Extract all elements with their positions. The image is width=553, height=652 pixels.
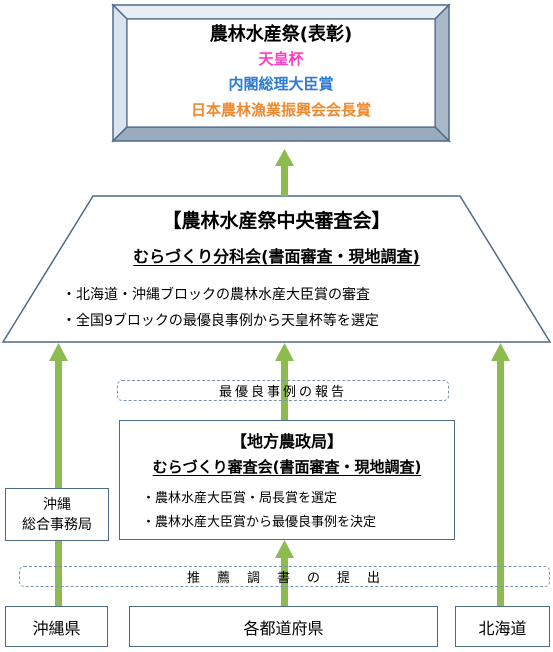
central-title: 【農林水産祭中央審査会】 (162, 210, 391, 232)
recommendation-label: 推 薦 調 書 の 提 出 (19, 566, 550, 587)
regional-title: 【地方農政局】 (230, 432, 343, 451)
okinawa-prefecture-box: 沖縄県 (5, 606, 108, 647)
award-frame (111, 3, 451, 143)
arrow-hokkaido-to-central (497, 360, 504, 606)
award-emperor-cup: 天皇杯 (258, 50, 304, 68)
regional-bullet-1: ・農林水産大臣賞・局長賞を選定 (142, 491, 338, 506)
prefectures-box: 各都道府県 (129, 606, 438, 647)
central-subtitle-text: むらづくり分科会(書面審査・現地調査) (133, 247, 420, 266)
okinawa-prefecture-label: 沖縄県 (32, 618, 81, 638)
arrow-hokkaido-to-central-head (491, 343, 510, 361)
arrow-regional-to-central-head (275, 343, 294, 361)
okinawa-office-box: 沖縄 総合事務局 (5, 488, 109, 541)
flow-arrows (49, 149, 510, 606)
okinawa-office-line-2: 総合事務局 (22, 516, 92, 533)
central-subtitle: むらづくり分科会(書面審査・現地調査) (30, 243, 523, 267)
central-review-trapezoid (1, 195, 552, 343)
hokkaido-label: 北海道 (478, 618, 527, 638)
arrow-regional-to-central (281, 360, 288, 420)
regional-subtitle: むらづくり審査会(書面審査・現地調査) (120, 456, 454, 477)
award-title: 農林水産祭(表彰) (209, 24, 353, 45)
regional-subtitle-text: むらづくり審査会(書面審査・現地調査) (152, 458, 422, 476)
award-promotion-assoc: 日本農林漁業振興会会長賞 (190, 101, 371, 119)
okinawa-office-line-1: 沖縄 (43, 496, 71, 513)
regional-bureau-box: 【地方農政局】 むらづくり審査会(書面審査・現地調査) ・農林水産大臣賞・局長賞… (119, 420, 455, 540)
central-bullet-2: ・全国9ブロックの最優良事例から天皇杯等を選定 (62, 313, 379, 329)
arrow-okinawa-office-to-central-head (49, 343, 68, 361)
award-prime-minister: 内閣総理大臣賞 (228, 75, 334, 93)
arrow-prefectures-to-regional-head (275, 540, 294, 558)
central-bullet-1: ・北海道・沖縄ブロックの農林水産大臣賞の審査 (62, 287, 370, 303)
report-label: 最優良事例の報告 (117, 380, 449, 401)
hokkaido-box: 北海道 (455, 606, 550, 647)
prefectures-label: 各都道府県 (243, 618, 324, 638)
regional-bullet-2: ・農林水産大臣賞から最優良事例を決定 (142, 515, 377, 530)
arrow-central-to-award-head (275, 149, 294, 166)
arrow-okinawa-office-to-central (55, 360, 62, 488)
arrow-okinawa-to-office (55, 541, 62, 606)
arrow-central-to-award (281, 166, 288, 196)
arrow-prefectures-to-regional (281, 557, 288, 606)
